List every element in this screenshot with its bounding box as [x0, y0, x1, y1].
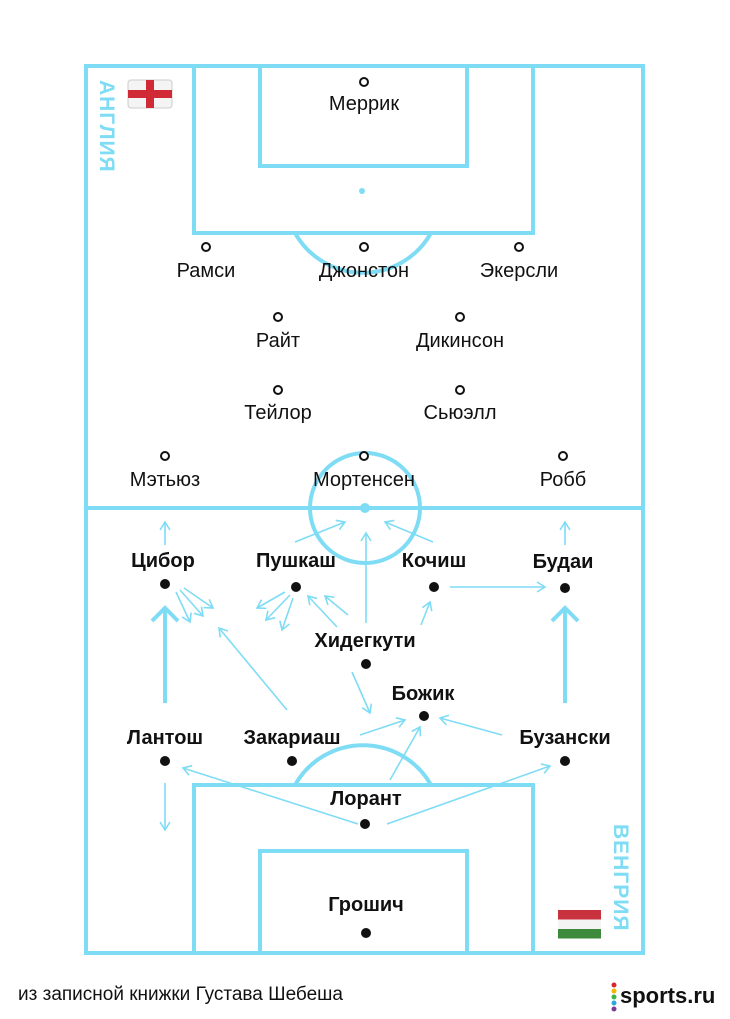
pitch — [84, 64, 645, 955]
player-name: Дикинсон — [416, 330, 504, 352]
player-marker — [455, 385, 465, 395]
player-marker — [287, 756, 297, 766]
arrow — [218, 626, 288, 711]
player-marker — [160, 756, 170, 766]
top-penalty-box — [192, 64, 535, 235]
player-marker — [360, 819, 370, 829]
arrow — [438, 714, 503, 736]
player-marker — [361, 928, 371, 938]
player-name: Сьюэлл — [424, 402, 497, 424]
player-name: Тейлор — [244, 402, 312, 424]
arrows — [150, 519, 580, 832]
center-spot — [360, 503, 370, 513]
player-name: Мортенсен — [313, 469, 415, 491]
england-players — [160, 77, 568, 461]
player-marker — [359, 77, 369, 87]
player-name: Лорант — [330, 788, 402, 810]
player-marker — [160, 451, 170, 461]
logo-text: sports.ru — [620, 983, 715, 1008]
player-name: Джонстон — [319, 260, 409, 282]
player-name: Бузански — [519, 727, 610, 749]
arrow — [323, 595, 349, 616]
player-name: Рамси — [177, 260, 236, 282]
bottom-penalty-arc — [293, 743, 433, 786]
player-marker — [455, 312, 465, 322]
player-name: Грошич — [328, 894, 404, 916]
player-marker — [558, 451, 568, 461]
arrow — [386, 763, 552, 825]
arrow — [383, 519, 434, 543]
player-marker — [560, 583, 570, 593]
player-name: Цибор — [131, 550, 195, 572]
player-name: Хидегкути — [314, 630, 415, 652]
arrow — [183, 587, 215, 609]
arrow — [351, 671, 373, 715]
player-name: Робб — [540, 469, 587, 491]
player-marker — [429, 582, 439, 592]
bottom-penalty-box — [192, 783, 535, 955]
player-name: Будаи — [533, 551, 594, 573]
player-marker — [514, 242, 524, 252]
player-marker — [201, 242, 211, 252]
player-marker — [359, 451, 369, 461]
player-name: Райт — [256, 330, 300, 352]
hungary-players — [160, 579, 570, 938]
sports-ru-logo: sports.ru — [611, 982, 715, 1012]
player-marker — [273, 312, 283, 322]
arrow — [175, 591, 192, 624]
logo-dot-icon — [611, 982, 617, 988]
player-name: Мэтьюз — [130, 469, 200, 491]
player-marker — [560, 756, 570, 766]
arrow — [294, 519, 347, 543]
player-marker — [419, 711, 429, 721]
player-name: Божик — [392, 683, 456, 705]
player-marker — [361, 659, 371, 669]
arrow — [264, 594, 291, 622]
player-marker — [160, 579, 170, 589]
team-label-hungary: ВЕНГРИЯ — [609, 824, 632, 931]
arrow — [181, 764, 359, 825]
arrow — [359, 717, 407, 736]
top-goal-box — [258, 64, 469, 168]
arrow — [389, 725, 422, 781]
player-name: Меррик — [329, 93, 399, 115]
arrow — [255, 591, 286, 610]
player-name: Закариаш — [243, 727, 340, 749]
bottom-goal-box — [258, 849, 469, 955]
top-penalty-spot — [359, 188, 365, 194]
logo-dot-icon — [611, 988, 617, 994]
player-marker — [273, 385, 283, 395]
player-name: Лантош — [127, 727, 203, 749]
logo-dot-icon — [611, 1000, 617, 1006]
arrow — [306, 594, 338, 628]
top-penalty-arc — [293, 232, 433, 275]
hungary-names: Цибор Пушкаш Кочиш Будаи Хидегкути Божик… — [127, 550, 611, 916]
player-marker — [291, 582, 301, 592]
england-flag-icon — [127, 79, 173, 109]
player-name: Пушкаш — [256, 550, 336, 572]
player-name: Кочиш — [402, 550, 467, 572]
arrow — [420, 600, 433, 626]
arrow — [279, 597, 294, 632]
england-names: Меррик Рамси Джонстон Экерсли Райт Дикин… — [130, 93, 586, 491]
logo-dot-icon — [611, 994, 617, 1000]
source-caption: из записной книжки Густава Шебеша — [18, 984, 343, 1005]
player-marker — [359, 242, 369, 252]
team-label-england: АНГЛИЯ — [95, 80, 118, 173]
player-name: Экерсли — [480, 260, 558, 282]
logo-dot-icon — [611, 1006, 617, 1012]
hungary-flag-icon — [558, 910, 601, 939]
arrow — [179, 589, 205, 618]
